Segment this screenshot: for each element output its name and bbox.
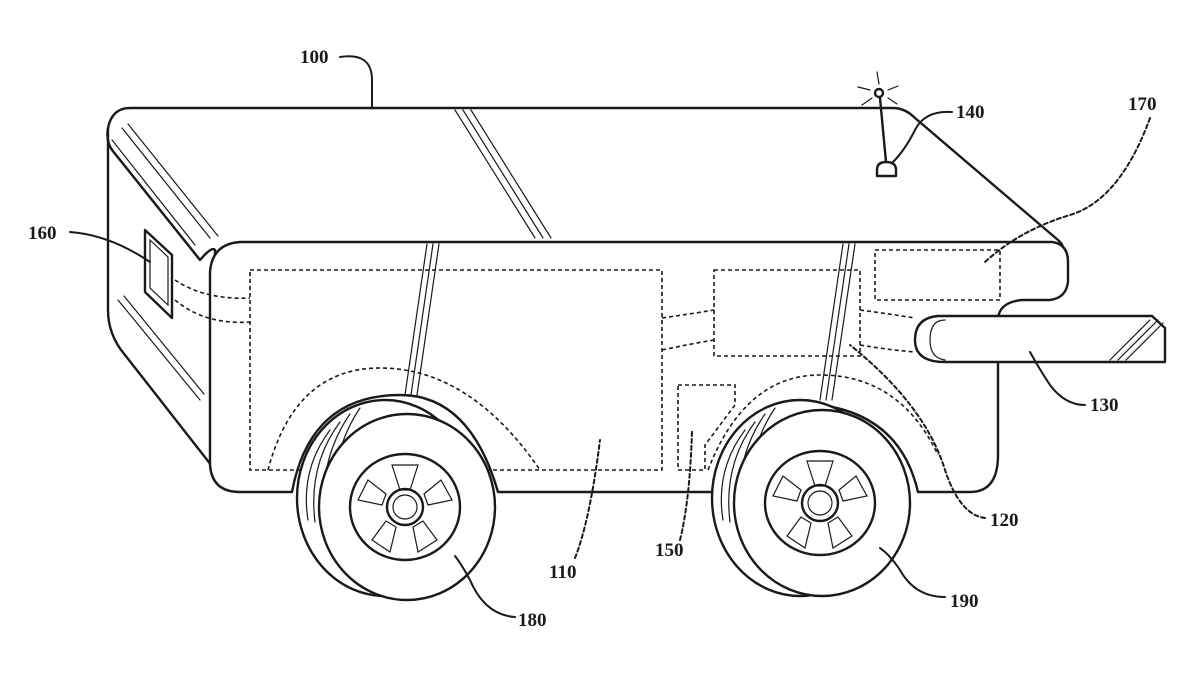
- leader-180: [454, 555, 516, 618]
- label-190: 190: [950, 591, 979, 612]
- label-140: 140: [956, 102, 985, 123]
- label-110: 110: [549, 562, 576, 583]
- leader-120: [849, 344, 986, 519]
- display-panel: [143, 228, 174, 320]
- leader-130: [1029, 351, 1086, 406]
- label-170: 170: [1128, 94, 1157, 115]
- label-180: 180: [518, 610, 547, 631]
- arm-end-curve: [929, 319, 946, 361]
- label-150: 150: [655, 540, 684, 561]
- side-highlight-lines: [404, 243, 856, 401]
- component-170-outline: [874, 249, 1001, 301]
- label-100: 100: [300, 47, 329, 68]
- label-130: 130: [1090, 395, 1119, 416]
- label-120: 120: [990, 510, 1019, 531]
- antenna: [857, 71, 899, 178]
- label-160: 160: [28, 223, 57, 244]
- front-wheel: [295, 398, 497, 602]
- leader-100: [339, 55, 373, 109]
- component-120-outline: [713, 269, 861, 357]
- arm: [913, 314, 1167, 364]
- component-110-arch: [267, 367, 541, 471]
- leader-170: [984, 117, 1151, 263]
- leader-150: [679, 429, 693, 541]
- leader-160: [69, 231, 151, 263]
- leader-110: [574, 439, 601, 559]
- component-110-outline: [249, 269, 663, 471]
- leader-140: [892, 110, 953, 163]
- internal-wiring: [174, 279, 916, 353]
- rear-wheel: [710, 398, 912, 598]
- vehicle-top-surface: [106, 106, 1064, 262]
- leader-190: [879, 547, 946, 598]
- component-150-outline: [677, 384, 736, 471]
- arm-highlights: [1109, 319, 1164, 361]
- leader-lines: [69, 55, 1151, 618]
- display-screen: [149, 238, 169, 307]
- top-highlight-lines: [121, 109, 552, 239]
- rear-wheel-arch: [707, 374, 939, 471]
- end-face-highlights: [111, 139, 205, 401]
